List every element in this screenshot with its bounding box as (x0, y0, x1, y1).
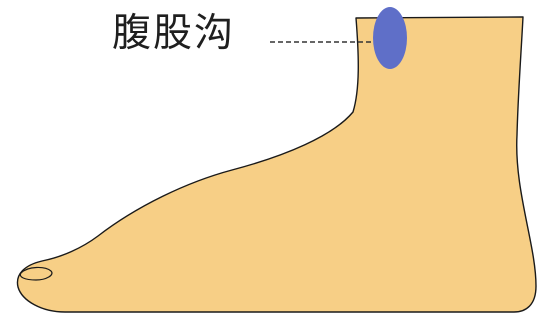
point-label: 腹股沟 (112, 11, 236, 56)
toenail-outline (19, 266, 53, 281)
acupoint-marker-icon (373, 7, 407, 69)
foot-outline (16, 16, 537, 313)
